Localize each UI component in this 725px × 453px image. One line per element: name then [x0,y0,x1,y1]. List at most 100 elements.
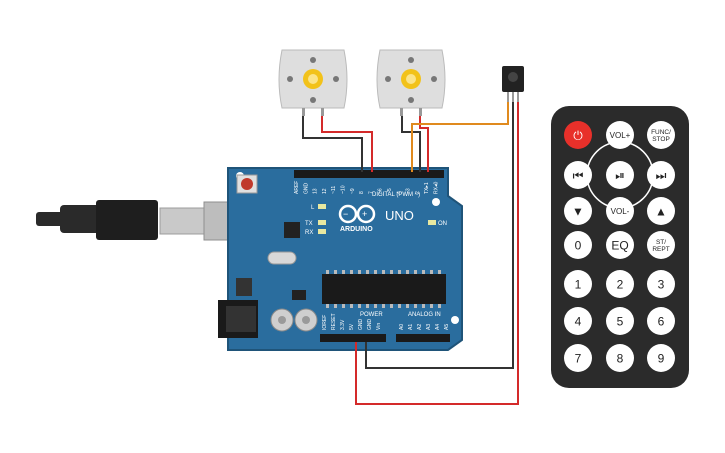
wire-motor1-signal [321,116,373,172]
wire-motor1-gnd [302,116,363,172]
remote-button-label: 6 [658,314,665,328]
dc-motor-icon[interactable] [376,49,446,116]
remote-button-row1-1[interactable] [606,121,634,149]
power-pin-label: Vin [376,323,382,330]
digital-pin-label: ~9 [350,188,356,194]
remote-button-row2-1[interactable] [606,161,634,189]
remote-button-row3-2[interactable] [647,197,675,225]
remote-button-row7-0[interactable] [564,344,592,372]
power-pin-label: 5V [349,323,355,330]
ir-receiver-icon[interactable] [502,66,524,102]
svg-text:−: − [343,209,348,219]
analog-pin-label: A3 [426,324,432,330]
power-pin-label: GND [367,319,373,331]
remote-button-label: 8 [617,351,624,365]
digital-pin-label: ~3 [406,188,412,194]
remote-button-row3-0[interactable] [564,197,592,225]
board-logo-text: ARDUINO [340,226,373,233]
remote-button-label: 7 [575,351,582,365]
remote-button-label: ▲ [655,204,667,218]
remote-button-row5-2[interactable] [647,270,675,298]
remote-button-row6-0[interactable] [564,307,592,335]
analog-label: ANALOG IN [408,312,441,318]
remote-button-label: ⏯ [615,168,625,182]
digital-pin-label: 2 [415,191,421,194]
analog-pin-label: A1 [408,324,414,330]
remote-button-row5-1[interactable] [606,270,634,298]
remote-button-label: FUNC/ [651,129,671,136]
remote-button-label: 3 [658,277,665,291]
remote-button-label: VOL+ [610,131,631,140]
wire-ir-signal [411,102,509,172]
led-tx-label: TX [305,221,313,227]
led-l-label: L [311,205,315,211]
remote-button-label: ⏻ [573,128,583,142]
remote-button-label: 5 [617,314,624,328]
board-model-text: UNO [385,208,414,223]
led-rx-label: RX [305,230,313,236]
arduino-infinity-logo-icon: − + [338,204,376,224]
svg-text:+: + [362,209,367,219]
remote-button-row4-1[interactable] [606,231,634,259]
digital-header[interactable] [294,170,444,178]
remote-button-row6-1[interactable] [606,307,634,335]
remote-button-label: ⏭ [656,168,667,182]
wires [302,102,519,405]
analog-pin-label: A2 [417,324,423,330]
remote-button-row3-1[interactable] [606,197,634,225]
digital-label: DIGITAL (PWM ~) [372,192,420,198]
analog-pin-label: A5 [444,324,450,330]
remote-button-row4-2[interactable] [647,231,675,259]
digital-pin-label: ~6 [378,188,384,194]
digital-pin-label: ~11 [331,186,337,194]
remote-button-row7-2[interactable] [647,344,675,372]
power-header[interactable] [320,334,386,342]
power-pin-label: RESET [331,313,337,330]
remote-button-row7-1[interactable] [606,344,634,372]
remote-button-row1-0[interactable] [564,121,592,149]
remote-button-label: STOP [652,136,670,143]
power-pin-label: 3.3V [340,319,346,330]
remote-button-row2-2[interactable] [647,161,675,189]
remote-button-row4-0[interactable] [564,231,592,259]
remote-button-label: 0 [575,238,582,252]
digital-pin-label: TX▸1 [424,182,430,194]
remote-button-label: 9 [658,351,665,365]
remote-button-label: REPT [652,246,669,253]
remote-button-label: ▼ [572,204,584,218]
analog-pin-label: A4 [435,324,441,330]
analog-header[interactable] [396,334,450,342]
digital-pin-label: 4 [396,191,402,194]
power-pin-label: IOREF [322,315,328,330]
digital-pin-label: 12 [322,188,328,194]
led-on-label: ON [438,221,447,227]
remote-button-label: ⏮ [573,168,584,182]
digital-pin-label: 13 [313,188,319,194]
digital-pin-label: 8 [359,191,365,194]
digital-pin-label: ~5 [387,188,393,194]
digital-pin-label: RX◂0 [434,182,440,194]
remote-button-label: 4 [575,314,582,328]
digital-pin-label: ~10 [341,185,347,194]
power-label: POWER [360,312,383,318]
remote-button-row1-2[interactable] [647,121,675,149]
analog-pin-label: A0 [399,324,405,330]
remote-button-label: 2 [617,277,624,291]
remote-button-row2-0[interactable] [564,161,592,189]
dc-motor-icon[interactable] [278,49,348,116]
remote-button-label: 1 [575,277,582,291]
remote-button-label: ST/ [656,239,666,246]
remote-button-row6-2[interactable] [647,307,675,335]
wire-motor2-signal [419,116,429,172]
remote-button-label: VOL- [611,207,630,216]
wire-ir-vcc [355,102,519,405]
remote-button-row5-0[interactable] [564,270,592,298]
ir-remote-icon[interactable]: ⏻ VOL+ FUNC/STOP ⏮ ⏯ ⏭ ▼ VOL- ▲ 0 EQ ST/REPT 1 2 3 4 5 6 7… [551,106,689,388]
remote-button-label: EQ [611,238,628,252]
digital-pin-label: GND [303,183,309,195]
